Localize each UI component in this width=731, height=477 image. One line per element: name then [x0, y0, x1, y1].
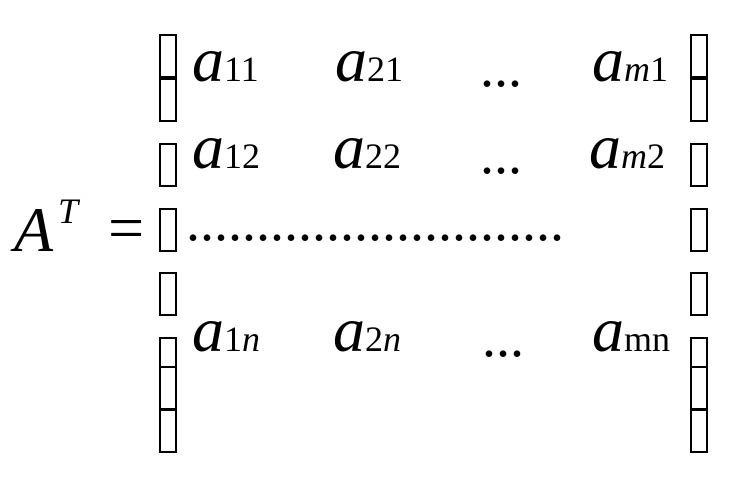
dotted-row: ........................... [186, 191, 564, 253]
left-bracket-box [159, 366, 177, 410]
right-bracket-box [690, 366, 708, 410]
equals-sign: = [108, 192, 145, 263]
right-bracket-box [690, 143, 708, 187]
left-bracket-box [159, 143, 177, 187]
left-bracket-box [159, 34, 177, 78]
right-bracket-box [690, 208, 708, 252]
row-ellipsis: ... [480, 37, 522, 99]
left-bracket-box [159, 409, 177, 453]
right-bracket-box [690, 34, 708, 78]
matrix-entry-amn: amn [592, 294, 671, 365]
matrix-entry-am1: am1 [592, 24, 668, 95]
row-ellipsis: ... [480, 124, 522, 186]
matrix-entry-a2n: a2n [333, 294, 401, 365]
row-ellipsis: ... [482, 307, 524, 369]
left-bracket-box [159, 272, 177, 316]
right-bracket-box [690, 409, 708, 453]
left-bracket-box [159, 208, 177, 252]
right-bracket-box [690, 272, 708, 316]
matrix-entry-a1n: a1n [192, 294, 260, 365]
matrix-entry-a21: a21 [335, 24, 403, 95]
left-bracket-box [159, 78, 177, 122]
right-bracket-box [690, 78, 708, 122]
matrix-entry-a22: a22 [333, 111, 401, 182]
matrix-entry-a12: a12 [192, 111, 260, 182]
transpose-superscript: T [58, 191, 79, 231]
matrix-entry-am2: am2 [589, 111, 665, 182]
matrix-name-A: A [14, 194, 54, 265]
matrix-entry-a11: a11 [192, 24, 259, 95]
